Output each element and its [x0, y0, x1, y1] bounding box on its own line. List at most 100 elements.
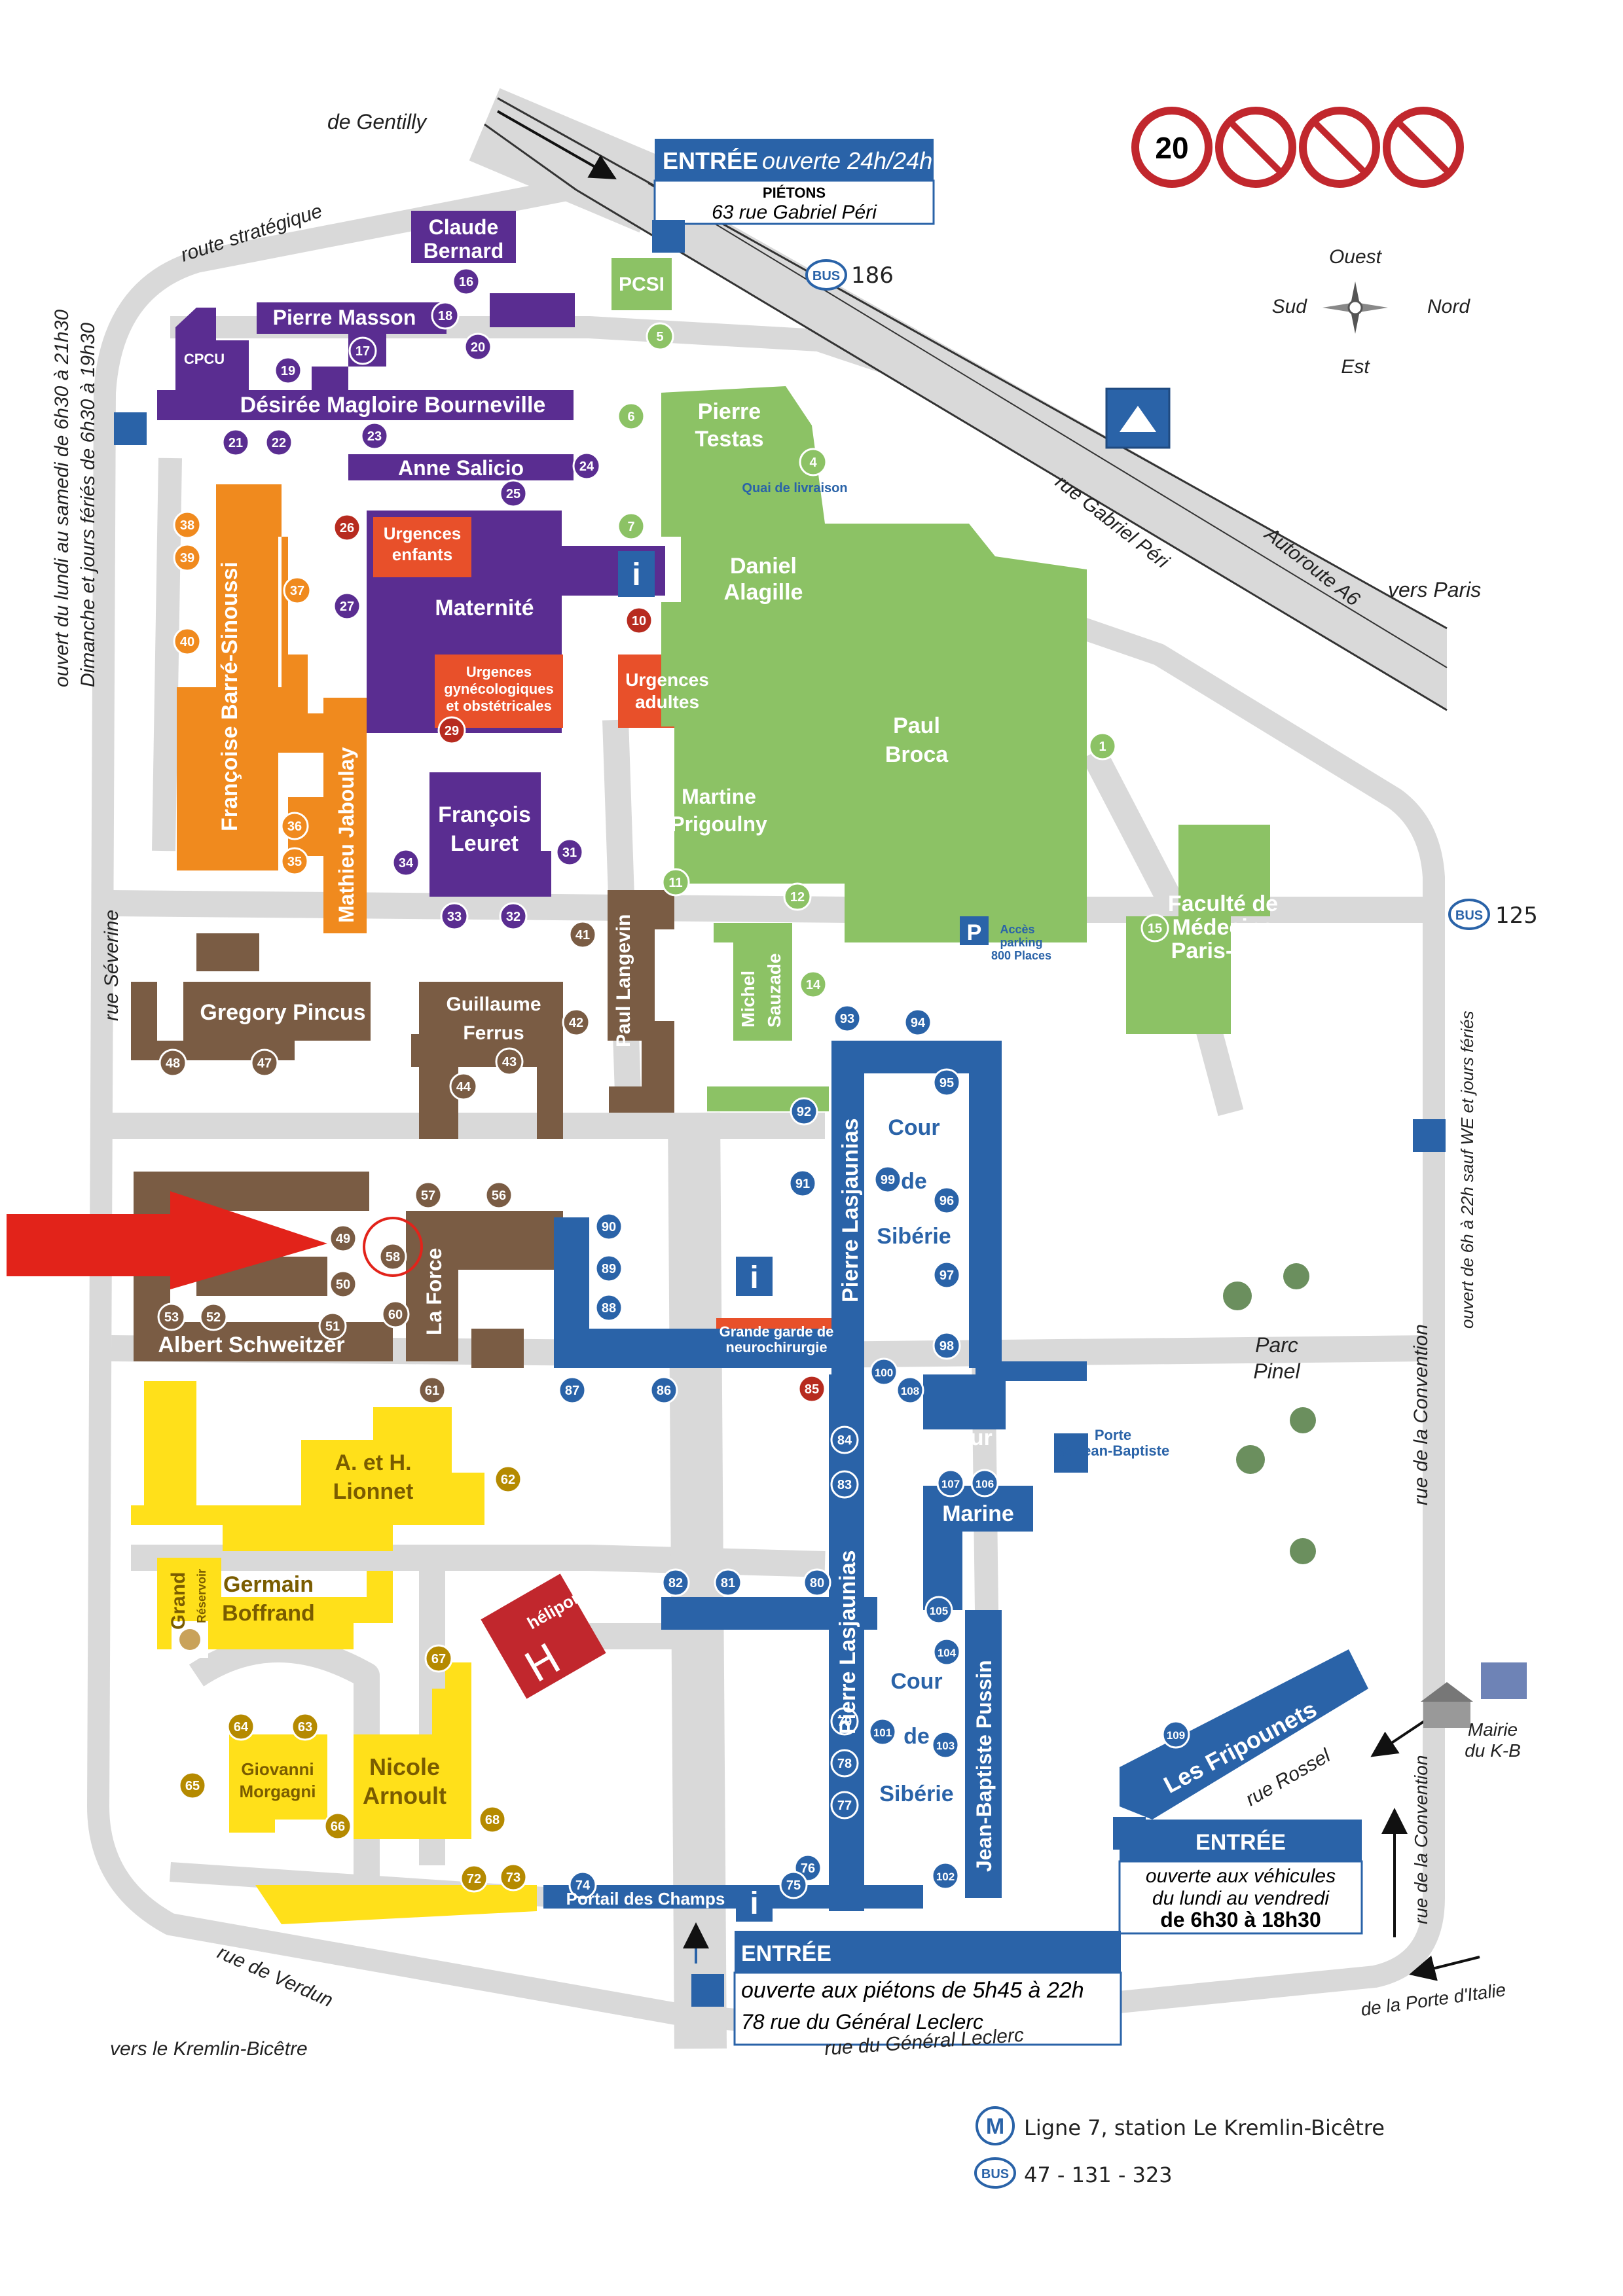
marker-50[interactable]: [329, 1270, 357, 1299]
marker-92[interactable]: [790, 1097, 818, 1126]
marker-25[interactable]: [499, 479, 528, 508]
marker-61[interactable]: [418, 1376, 447, 1405]
marker-15[interactable]: [1140, 914, 1169, 942]
marker-104[interactable]: [932, 1638, 961, 1666]
marker-60[interactable]: [381, 1300, 410, 1329]
marker-52[interactable]: [199, 1302, 228, 1331]
marker-27[interactable]: [333, 592, 361, 620]
marker-86[interactable]: [649, 1376, 678, 1405]
marker-94[interactable]: [903, 1008, 932, 1037]
marker-41[interactable]: [568, 920, 597, 949]
marker-35[interactable]: [280, 847, 309, 876]
marker-109[interactable]: [1161, 1720, 1190, 1749]
marker-6[interactable]: [617, 402, 646, 431]
marker-21[interactable]: [221, 428, 250, 457]
marker-22[interactable]: [264, 428, 293, 457]
building-pussin[interactable]: [965, 1610, 1002, 1898]
marker-84[interactable]: [830, 1426, 859, 1454]
building-la-force[interactable]: [406, 1211, 556, 1361]
marker-91[interactable]: [788, 1169, 817, 1198]
building-michel-sauzade[interactable]: [714, 923, 792, 1041]
marker-14[interactable]: [799, 970, 828, 999]
marker-80[interactable]: [803, 1568, 831, 1597]
marker-83[interactable]: [830, 1470, 859, 1499]
marker-11[interactable]: [661, 868, 690, 897]
marker-37[interactable]: [283, 576, 312, 605]
marker-48[interactable]: [158, 1049, 187, 1077]
building-paul-langevin[interactable]: [608, 890, 674, 1113]
building-gregory-pincus[interactable]: [183, 982, 371, 1041]
marker-19[interactable]: [274, 356, 302, 385]
marker-90[interactable]: [594, 1212, 623, 1241]
building-les-fripounets[interactable]: [1120, 1649, 1368, 1820]
marker-82[interactable]: [661, 1568, 690, 1597]
info-icon[interactable]: [618, 551, 773, 1922]
marker-44[interactable]: [449, 1072, 478, 1101]
marker-85[interactable]: [797, 1374, 826, 1403]
marker-51[interactable]: [318, 1312, 347, 1340]
marker-103[interactable]: [931, 1731, 960, 1759]
marker-95[interactable]: [932, 1068, 961, 1097]
building-anne-salicio[interactable]: [348, 454, 574, 480]
marker-72[interactable]: [460, 1864, 488, 1893]
building-lasjaunias-south[interactable]: [829, 1374, 864, 1911]
marker-87[interactable]: [558, 1376, 587, 1405]
marker-56[interactable]: [484, 1181, 513, 1210]
marker-66[interactable]: [323, 1812, 352, 1840]
building-cpcu[interactable]: [175, 308, 249, 393]
marker-32[interactable]: [499, 902, 528, 931]
building-giovanni-morgagni[interactable]: [229, 1734, 327, 1833]
marker-31[interactable]: [555, 838, 584, 867]
marker-99[interactable]: [873, 1165, 902, 1194]
marker-7[interactable]: [617, 512, 646, 541]
marker-47[interactable]: [250, 1049, 279, 1077]
marker-58[interactable]: [378, 1242, 407, 1271]
marker-78[interactable]: [830, 1749, 859, 1778]
marker-23[interactable]: [360, 422, 389, 450]
marker-24[interactable]: [572, 452, 601, 480]
marker-107[interactable]: [936, 1469, 965, 1498]
building-guillaume-ferrus[interactable]: [419, 982, 563, 1139]
building-bourneville[interactable]: [157, 390, 574, 420]
parking-icon[interactable]: [960, 916, 989, 945]
marker-4[interactable]: [799, 448, 828, 476]
marker-42[interactable]: [562, 1008, 591, 1037]
marker-43[interactable]: [495, 1047, 524, 1076]
marker-75[interactable]: [779, 1871, 808, 1899]
building-mathieu-jaboulay[interactable]: [323, 698, 367, 933]
marker-62[interactable]: [494, 1465, 522, 1494]
marker-101[interactable]: [868, 1717, 897, 1746]
building-claude-bernard[interactable]: [411, 211, 516, 263]
marker-97[interactable]: [932, 1261, 961, 1289]
building-lionnet[interactable]: [131, 1381, 484, 1551]
marker-63[interactable]: [291, 1712, 319, 1741]
building-faculte-medecine[interactable]: [1126, 825, 1270, 1034]
marker-26[interactable]: [333, 513, 361, 542]
marker-93[interactable]: [833, 1004, 862, 1033]
marker-79[interactable]: [830, 1707, 859, 1736]
marker-98[interactable]: [932, 1331, 961, 1360]
marker-53[interactable]: [157, 1302, 186, 1331]
marker-29[interactable]: [437, 716, 466, 745]
marker-5[interactable]: [646, 322, 674, 351]
marker-73[interactable]: [499, 1863, 528, 1892]
marker-36[interactable]: [280, 812, 309, 840]
marker-16[interactable]: [452, 267, 481, 296]
marker-67[interactable]: [424, 1644, 453, 1673]
marker-39[interactable]: [173, 543, 202, 572]
marker-105[interactable]: [924, 1596, 953, 1624]
marker-100[interactable]: [869, 1357, 898, 1386]
marker-102[interactable]: [931, 1861, 960, 1890]
marker-68[interactable]: [478, 1805, 507, 1834]
building-pcsi[interactable]: [611, 258, 672, 310]
marker-40[interactable]: [173, 627, 202, 656]
building-testas-alagille-broca[interactable]: [661, 386, 1087, 942]
heliport-pad[interactable]: [481, 1573, 606, 1699]
marker-108[interactable]: [896, 1376, 924, 1405]
marker-65[interactable]: [178, 1771, 207, 1800]
marker-96[interactable]: [932, 1186, 961, 1215]
building-urgences-gyneco[interactable]: [435, 655, 563, 728]
marker-88[interactable]: [594, 1293, 623, 1322]
marker-34[interactable]: [392, 848, 420, 877]
marker-33[interactable]: [440, 902, 469, 931]
